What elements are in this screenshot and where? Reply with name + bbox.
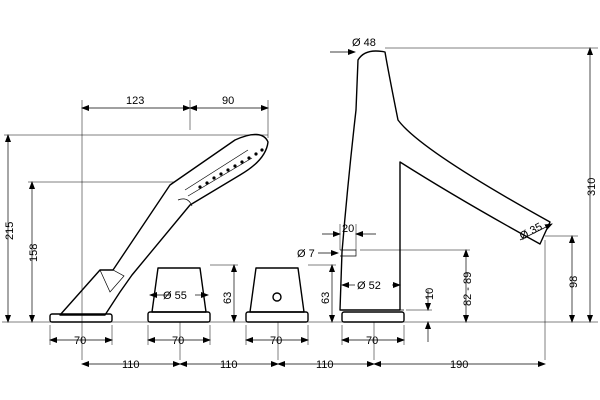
dim-98: 98 <box>568 276 580 288</box>
dim-70-3: 70 <box>270 335 282 347</box>
dim-20: 20 <box>342 223 354 235</box>
dim-90: 90 <box>222 95 234 107</box>
dim-310: 310 <box>586 178 598 196</box>
hand-shower <box>49 133 269 323</box>
handle-right <box>245 267 309 323</box>
dim-63-b: 63 <box>320 292 332 304</box>
dim-158: 158 <box>28 244 40 262</box>
dim-70-1: 70 <box>74 335 86 347</box>
dim-d48: Ø 48 <box>352 37 376 49</box>
dim-d52: Ø 52 <box>357 280 381 292</box>
dim-d55: Ø 55 <box>163 290 187 302</box>
dim-110-3: 110 <box>316 359 334 371</box>
dim-123: 123 <box>126 95 144 107</box>
dim-63-a: 63 <box>222 292 234 304</box>
dim-110-1: 110 <box>122 359 140 371</box>
spray-face-dots <box>198 148 264 189</box>
dim-10: 10 <box>424 288 436 300</box>
dim-110-2: 110 <box>220 359 238 371</box>
dim-82-89: 82 - 89 <box>462 272 474 306</box>
dim-190: 190 <box>450 359 468 371</box>
dim-70-2: 70 <box>172 335 184 347</box>
dim-215: 215 <box>4 222 16 240</box>
dim-70-4: 70 <box>366 335 378 347</box>
dim-d7: Ø 7 <box>297 248 315 260</box>
